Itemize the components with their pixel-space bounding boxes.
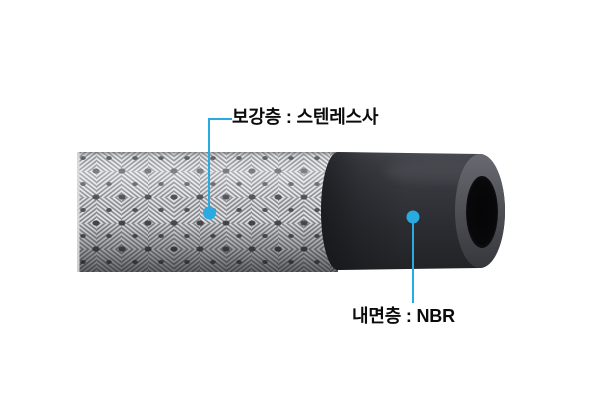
braid-cut-edge — [77, 152, 80, 272]
reinforcement-callout-dot — [203, 206, 216, 220]
reinforcement-leader-line — [208, 118, 232, 207]
tube-bore — [466, 176, 498, 248]
reinforcement-layer-label: 보강층 : 스텐레스사 — [232, 107, 379, 127]
inner-callout-dot — [406, 210, 420, 224]
inner-layer-label: 내면층 : NBR — [352, 306, 455, 326]
